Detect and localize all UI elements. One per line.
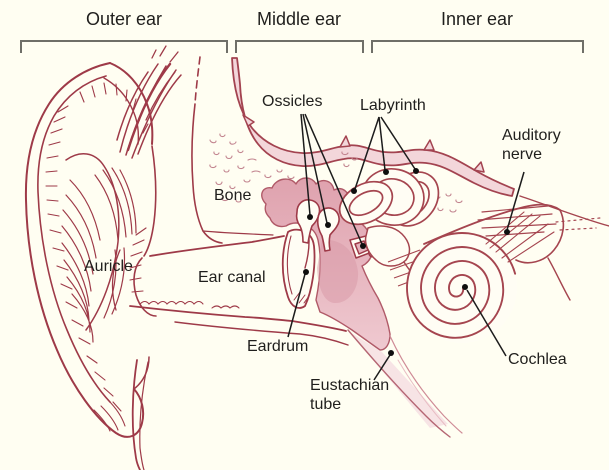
skull-pink-band [231, 57, 515, 197]
label-auricle: Auricle [84, 258, 133, 275]
leader-lines [287, 113, 525, 381]
label-ear-canal: Ear canal [198, 269, 266, 286]
section-label-middle-ear: Middle ear [256, 9, 342, 29]
section-label-outer-ear: Outer ear [85, 9, 163, 29]
auditory-nerve-drawing [423, 195, 609, 301]
inner-ear-bracket [371, 40, 584, 53]
cochlea-drawing [406, 232, 517, 343]
hair-tuft [116, 45, 182, 159]
ear-canal-drawing [129, 230, 349, 346]
labyrinth-drawing [338, 168, 440, 287]
skull-outline [191, 56, 223, 244]
bone-stipple-texture [209, 133, 463, 213]
label-eardrum: Eardrum [247, 338, 309, 355]
eustachian-tube-drawing [347, 329, 463, 438]
label-bone: Bone [214, 187, 252, 204]
section-brackets [20, 40, 584, 53]
middle-ear-bracket [235, 40, 364, 53]
label-ossicles: Ossicles [262, 93, 323, 110]
label-eustachian-tube: Eustachian tube [310, 377, 390, 413]
label-cochlea: Cochlea [508, 351, 567, 368]
section-label-inner-ear: Inner ear [440, 9, 514, 29]
label-labyrinth: Labyrinth [360, 97, 426, 114]
auricle-drawing [24, 62, 157, 470]
outer-ear-bracket [20, 40, 228, 53]
label-auditory-nerve: Auditory nerve [502, 127, 561, 163]
